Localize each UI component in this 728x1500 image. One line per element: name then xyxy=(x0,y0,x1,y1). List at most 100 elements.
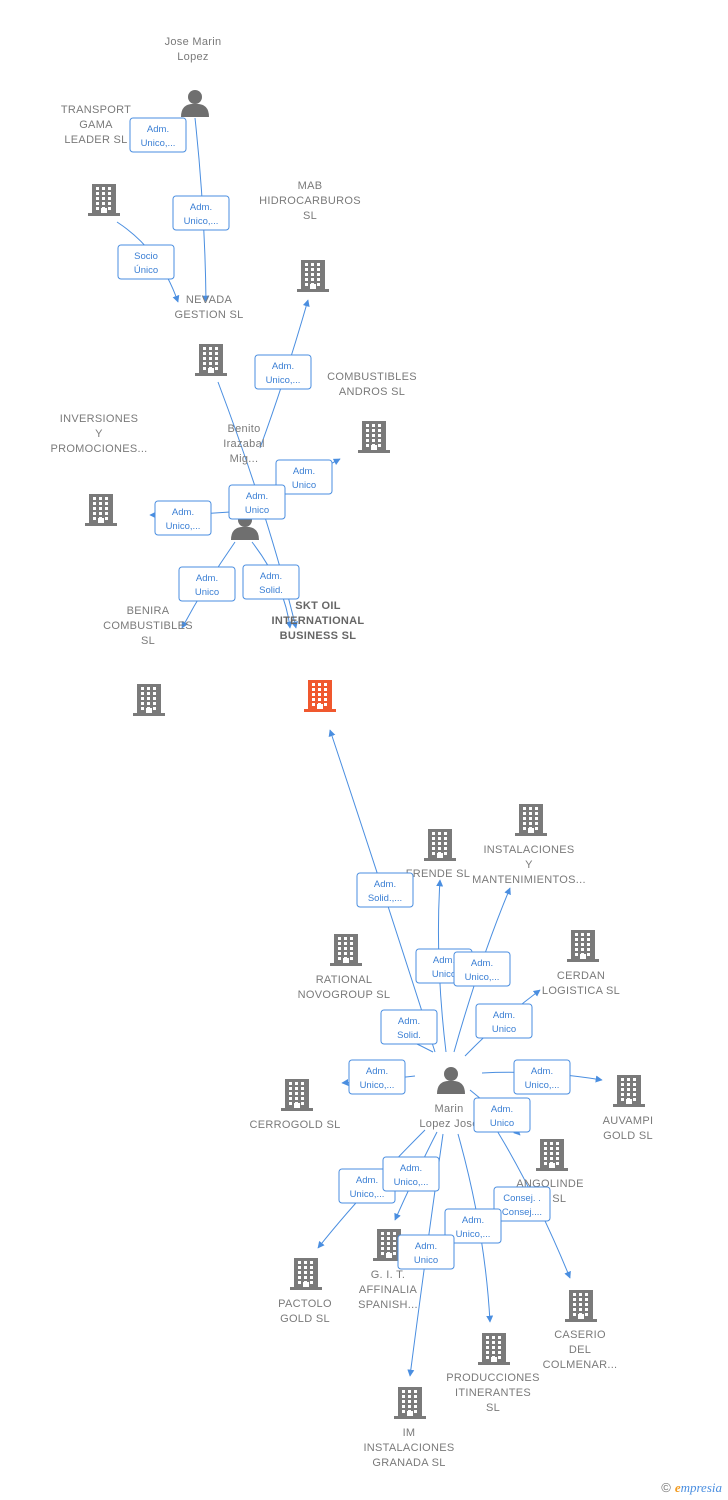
node-pactolo[interactable]: PACTOLO GOLD SL xyxy=(278,1258,332,1325)
edge-label-marin-auvampi[interactable]: Adm.Unico,... xyxy=(513,1059,571,1095)
edge-label-box xyxy=(117,244,175,280)
brand-name: mpresia xyxy=(680,1480,722,1495)
building-icon xyxy=(565,1290,597,1322)
node-label: PRODUCCIONES xyxy=(446,1372,539,1384)
node-label: GESTION SL xyxy=(174,309,243,321)
edge-label-marin-cerdan[interactable]: Adm.Unico xyxy=(475,1003,533,1039)
building-icon xyxy=(195,344,227,376)
edge-label-marin-git[interactable]: Adm.Unico,... xyxy=(382,1156,440,1192)
edge-label-marin-cerrogold[interactable]: Adm.Unico,... xyxy=(348,1059,406,1095)
edge-label-nevada-skt[interactable]: Adm.Unico xyxy=(228,484,286,520)
node-label: NOVOGROUP SL xyxy=(298,989,391,1001)
edge-label-marin-producciones[interactable]: Adm. Unico,... xyxy=(444,1208,502,1244)
node-git[interactable]: G. I. T.AFFINALIASPANISH... xyxy=(358,1229,418,1311)
edge-label-text: Adm. xyxy=(190,202,212,213)
node-label: BENIRA xyxy=(127,605,170,617)
node-label: AFFINALIA xyxy=(359,1284,418,1296)
node-inversiones[interactable]: INVERSIONESYPROMOCIONES... xyxy=(50,413,147,526)
building-icon xyxy=(358,421,390,453)
brand-initial: e xyxy=(674,1480,681,1495)
node-label: ANDROS SL xyxy=(339,386,405,398)
edge-label-text: Adm. xyxy=(471,958,493,969)
edge-label-marin-instal[interactable]: Adm.Unico,... xyxy=(453,951,511,987)
node-label: CASERIO xyxy=(554,1329,606,1341)
edge-label-box xyxy=(453,951,511,987)
node-label: LEADER SL xyxy=(64,134,127,146)
edge-label-marin-im[interactable]: Adm.Unico xyxy=(397,1234,455,1270)
edge-label-box xyxy=(178,566,236,602)
edge-label-marin-rational[interactable]: Adm.Solid. xyxy=(380,1009,438,1045)
building-icon xyxy=(297,260,329,292)
edge-label-marin-angolinde[interactable]: Adm.Unico xyxy=(473,1097,531,1133)
node-caserio[interactable]: CASERIODELCOLMENAR... xyxy=(543,1290,618,1371)
edge-label-marin-skt[interactable]: Adm.Solid.,... xyxy=(356,872,414,908)
node-label: GOLD SL xyxy=(280,1313,330,1325)
node-label: INVERSIONES xyxy=(60,413,139,425)
edge-label-text: Adm. xyxy=(400,1163,422,1174)
node-label: AUVAMPI xyxy=(603,1115,654,1127)
node-label: FRENDE SL xyxy=(406,868,470,880)
node-label: SL xyxy=(141,635,155,647)
edge-label-text: Adm. xyxy=(462,1215,484,1226)
node-label: INTERNATIONAL xyxy=(272,615,365,627)
edge-label-jose-nevada[interactable]: Adm.Unico,... xyxy=(172,195,230,231)
building-icon xyxy=(567,930,599,962)
node-label: PACTOLO xyxy=(278,1298,332,1310)
copyright-symbol: © xyxy=(661,1480,671,1495)
edge-label-box xyxy=(473,1097,531,1133)
node-frende[interactable]: FRENDE SL xyxy=(406,829,470,880)
edge-label-box xyxy=(382,1156,440,1192)
node-label: G. I. T. xyxy=(371,1269,406,1281)
edge-label-benito-benira[interactable]: Adm.Unico xyxy=(178,566,236,602)
edge-label-text: Unico xyxy=(492,1024,516,1035)
building-icon xyxy=(133,684,165,716)
edge-label-text: Adm. xyxy=(356,1175,378,1186)
node-label: CERDAN xyxy=(557,970,605,982)
node-label: SL xyxy=(486,1402,500,1414)
edge-label-text: Unico xyxy=(432,969,456,980)
edge-label-text: Adm. xyxy=(433,955,455,966)
node-instal[interactable]: INSTALACIONESYMANTENIMIENTOS... xyxy=(472,804,586,886)
edge-label-benito-inversiones[interactable]: Adm.Unico,... xyxy=(154,500,212,536)
building-icon xyxy=(304,680,336,712)
edge-label-text: Socio xyxy=(134,251,158,262)
node-label: Jose Marin xyxy=(165,36,222,48)
building-icon xyxy=(536,1139,568,1171)
node-label: Benito xyxy=(228,423,261,435)
edge-label-text: Unico,... xyxy=(350,1189,385,1200)
edge-label-box xyxy=(348,1059,406,1095)
edge-label-box xyxy=(242,564,300,600)
edge-label-text: Unico,... xyxy=(456,1229,491,1240)
building-icon xyxy=(281,1079,313,1111)
building-icon xyxy=(613,1075,645,1107)
edge-label-marin-caserio[interactable]: Consej. .Consej.... xyxy=(493,1186,551,1222)
edge-label-text: Unico xyxy=(245,505,269,516)
node-label: PROMOCIONES... xyxy=(50,443,147,455)
edge-label-jose-transport[interactable]: Adm.Unico,... xyxy=(129,117,187,153)
edge-label-benito-mab[interactable]: Adm.Unico,... xyxy=(254,354,312,390)
edge-label-text: Adm. xyxy=(172,507,194,518)
edge-label-benito-skt[interactable]: Adm.Solid. xyxy=(242,564,300,600)
building-icon xyxy=(424,829,456,861)
building-icon xyxy=(394,1387,426,1419)
node-benito[interactable]: BenitoIrazabalMig... xyxy=(223,423,265,540)
edge-label-benito-andros[interactable]: Adm.Unico xyxy=(275,459,333,495)
node-cerrogold[interactable]: CERROGOLD SL xyxy=(249,1079,340,1131)
edge-labels: Adm.Unico,...Adm.Unico,...SocioÚnicoAdm.… xyxy=(117,117,571,1270)
